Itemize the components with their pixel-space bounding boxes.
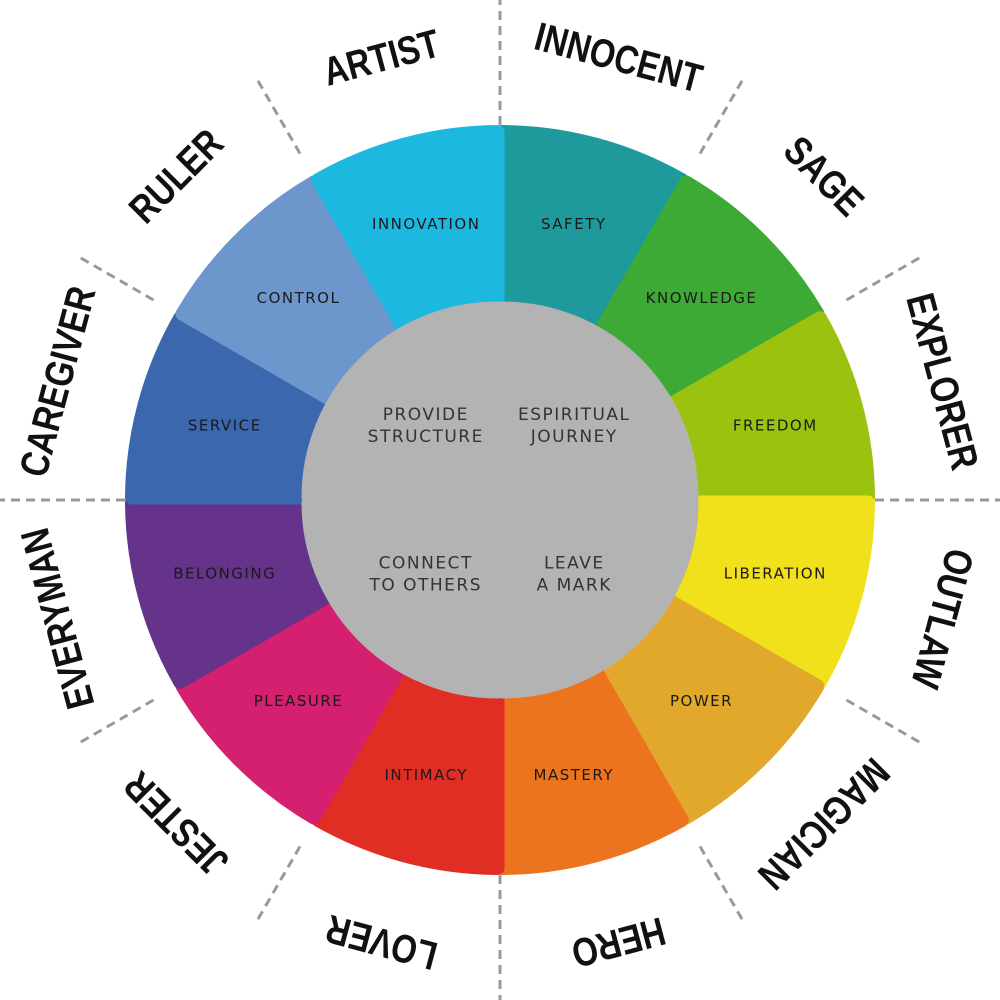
divider-line: [698, 845, 747, 926]
core-label-line2: STRUCTURE: [368, 427, 484, 447]
core-quadrant: [301, 496, 504, 699]
divider-line: [698, 74, 747, 155]
core-label-line2: JOURNEY: [530, 427, 618, 447]
core-label-line1: PROVIDE: [383, 405, 469, 425]
archetype-label-magician: MAGICIAN: [749, 749, 898, 898]
archetype-label-jester: JESTER: [115, 763, 237, 885]
segment-value-label: SERVICE: [188, 417, 262, 435]
archetype-label-caregiver: CAREGIVER: [11, 281, 105, 481]
divider-line: [845, 253, 926, 302]
segment-value-label: LIBERATION: [724, 564, 827, 582]
segment-value-label: INNOVATION: [372, 215, 480, 233]
core-label-line1: LEAVE: [544, 553, 605, 573]
segment-value-label: POWER: [670, 692, 733, 710]
divider-line: [253, 845, 302, 926]
segment-value-label: CONTROL: [257, 289, 341, 307]
archetype-label-hero: HERO: [567, 909, 670, 977]
archetype-label-sage: SAGE: [775, 127, 872, 224]
segment-value-label: PLEASURE: [254, 692, 344, 710]
divider-line: [845, 698, 926, 747]
divider-line: [253, 74, 302, 155]
segment-value-label: KNOWLEDGE: [646, 289, 758, 307]
archetype-label-everyman: EVERYMAN: [12, 524, 103, 714]
archetype-label-innocent: INNOCENT: [530, 14, 707, 102]
archetype-label-explorer: EXPLORER: [898, 289, 988, 475]
segment-value-label: INTIMACY: [384, 766, 468, 784]
core-quadrant: [496, 301, 699, 504]
core-label-line2: TO OTHERS: [368, 575, 482, 595]
core-label-line2: A MARK: [537, 575, 612, 595]
core-quadrant: [496, 496, 699, 699]
segment-value-label: BELONGING: [173, 564, 276, 582]
archetype-label-lover: LOVER: [321, 906, 442, 979]
archetype-label-artist: ARTIST: [318, 21, 444, 95]
archetype-label-ruler: RULER: [120, 120, 232, 232]
segment-value-label: MASTERY: [534, 766, 615, 784]
core-label-line1: CONNECT: [379, 553, 473, 573]
segment-value-label: FREEDOM: [733, 417, 818, 435]
segment-value-label: SAFETY: [541, 215, 607, 233]
core-quadrant: [301, 301, 504, 504]
archetype-label-outlaw: OUTLAW: [902, 544, 982, 693]
core-label-line1: ESPIRITUAL: [518, 405, 631, 425]
